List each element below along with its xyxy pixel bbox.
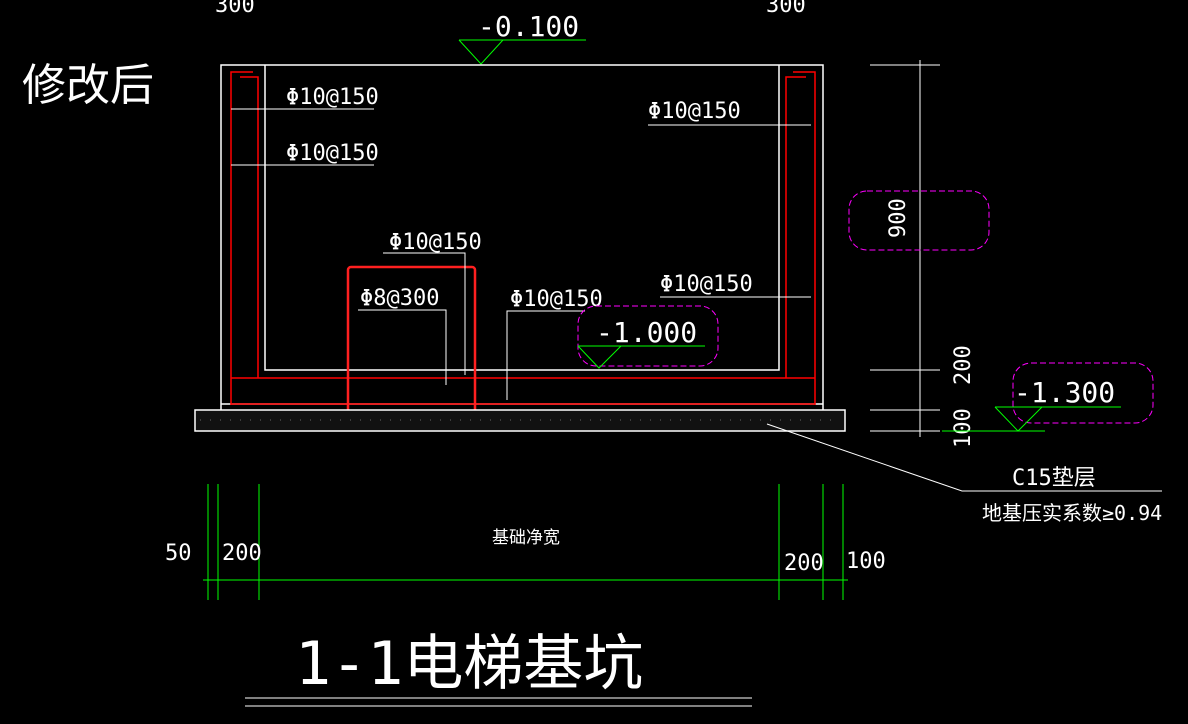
dim-100: 100 [951,408,976,448]
top-dim-right: 300 [766,0,806,18]
section-title: 1-1电梯基坑 [295,629,643,699]
rebar-label-4: Φ10@150 [389,230,482,255]
elevation-marker-cushion: -1.300 [942,362,1154,432]
rebar [230,71,816,405]
top-dim-left: 300 [215,0,255,18]
rebar-label-5: Φ10@150 [660,272,753,297]
dim-200-left: 200 [222,541,262,566]
elevation-marker-pit: -1.000 [577,305,719,369]
rebar-leaders [231,108,811,400]
dim-900: 900 [886,198,911,238]
revision-cloud-900 [848,190,990,251]
dim-200: 200 [951,345,976,385]
compaction-note: 地基压实系数≥0.94 [982,501,1162,525]
clear-width-label: 基础净宽 [492,528,560,548]
elevation-top-text: -0.100 [478,10,579,43]
rebar-label-1: Φ10@150 [286,85,379,110]
rebar-label-3: Φ10@150 [648,99,741,124]
dim-200-right: 200 [784,551,824,576]
horizontal-dimensions [203,484,848,600]
elevation-pit-text: -1.000 [596,316,697,349]
elevation-marker-top: -0.100 [458,10,586,65]
cushion-leader [766,423,1162,492]
rebar-label-6: Φ10@150 [510,287,603,312]
cushion-note: C15垫层 [1012,466,1096,491]
dim-100-right: 100 [846,549,886,574]
revision-label: 修改后 [22,60,154,111]
elevation-cushion-text: -1.300 [1014,376,1115,409]
dim-50: 50 [165,541,192,566]
vertical-dimensions [870,60,940,437]
rebar-label-2: Φ10@150 [286,141,379,166]
rebar-label-7: Φ8@300 [360,286,439,311]
